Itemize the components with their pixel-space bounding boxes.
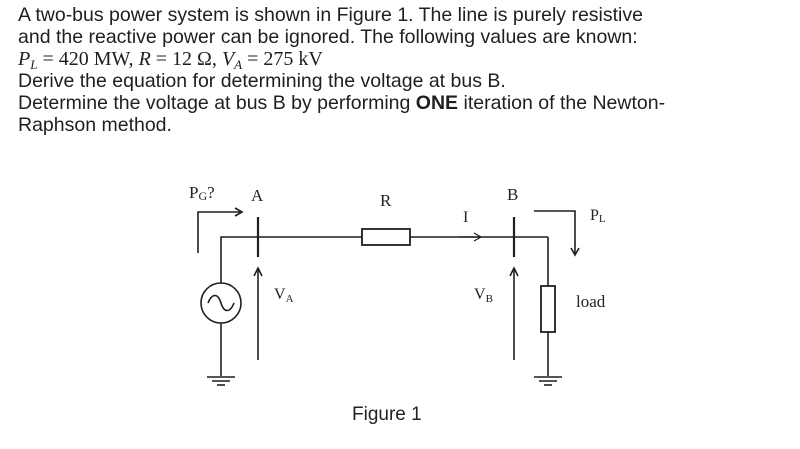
problem-line-4: Derive the equation for determining the …	[18, 70, 506, 92]
problem-statement: A two-bus power system is shown in Figur…	[18, 4, 788, 136]
problem-line-5: Determine the voltage at bus B by perfor…	[18, 92, 788, 114]
bus-b-label: B	[507, 185, 518, 204]
va-label: VA	[274, 286, 294, 305]
pl-sub: L	[30, 57, 38, 72]
va-sub: A	[234, 57, 243, 72]
vb-arrow-head	[509, 266, 519, 277]
va-value: = 275 kV	[247, 48, 323, 70]
problem-line-6: Raphson method.	[18, 114, 172, 136]
pl-arrow-line	[534, 210, 576, 255]
pg-label: PG?	[189, 183, 215, 203]
resistor	[361, 228, 411, 246]
current-label: I	[463, 209, 468, 226]
va-symbol: V	[221, 48, 235, 70]
known-values: PL = 420 MW, R = 12 Ω, VA = 275 kV	[18, 48, 788, 72]
pl-arrow-head	[570, 247, 580, 257]
line5-start: Determine the voltage at bus B by perfor…	[18, 92, 416, 114]
bus-a-label: A	[251, 186, 264, 205]
pg-arrow-head	[234, 207, 244, 217]
load-resistor	[540, 285, 556, 333]
line5-bold: ONE	[415, 92, 459, 114]
pg-arrow-line	[197, 211, 242, 253]
r-symbol: R	[138, 48, 151, 70]
pl-label: PL	[590, 207, 606, 225]
va-arrow-head	[253, 266, 263, 277]
resistor-label: R	[380, 191, 392, 210]
problem-line-2: and the reactive power can be ignored. T…	[18, 26, 638, 48]
load-label: load	[576, 292, 606, 311]
generator-sine	[207, 294, 235, 312]
line5-end: iteration of the Newton-	[458, 92, 666, 114]
problem-line-1: A two-bus power system is shown in Figur…	[18, 4, 643, 26]
current-arrow-head	[473, 232, 483, 242]
vb-label: VB	[474, 286, 493, 305]
r-value: = 12 Ω,	[155, 48, 217, 70]
generator-lead	[220, 236, 362, 283]
pl-symbol: P	[18, 48, 31, 70]
figure-caption: Figure 1	[352, 404, 422, 425]
pl-value: = 420 MW,	[42, 48, 134, 70]
